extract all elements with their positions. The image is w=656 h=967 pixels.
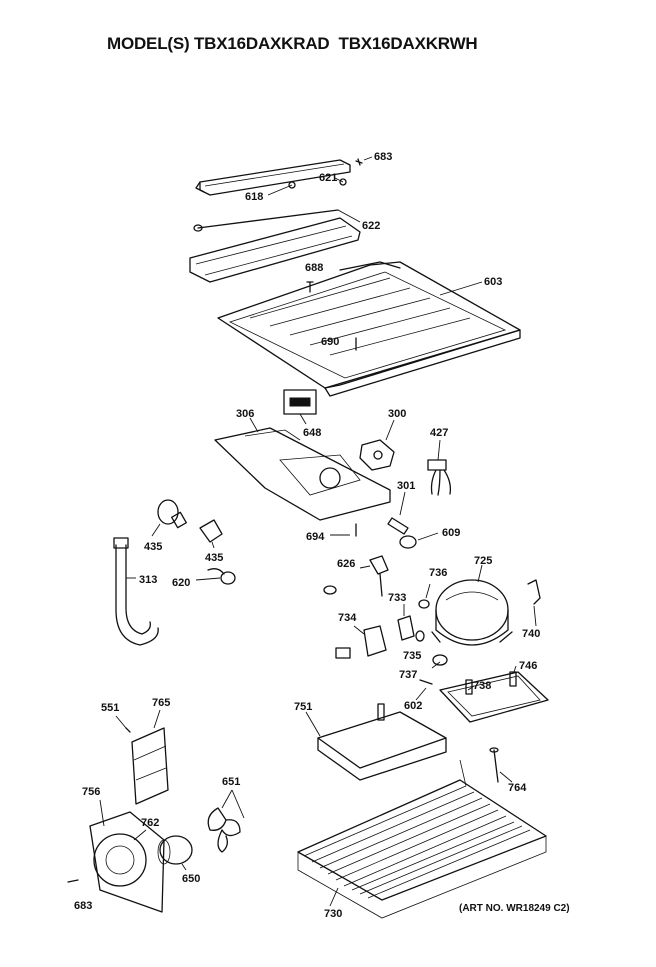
callout-435-bulb: 435 — [144, 541, 162, 553]
part-609-knob — [399, 532, 439, 549]
diagram-title: MODEL(S) TBX16DAXKRAD TBX16DAXKRWH — [107, 34, 478, 53]
callout-603: 603 — [484, 276, 502, 288]
part-694-screw — [330, 523, 357, 537]
part-730-condenser — [297, 759, 547, 919]
callout-730: 730 — [324, 908, 342, 920]
part-735 — [415, 630, 425, 642]
part-734 — [335, 625, 387, 659]
callout-622: 622 — [362, 220, 380, 232]
part-603-shelf — [217, 261, 521, 397]
callout-756: 756 — [82, 786, 100, 798]
callout-736: 736 — [429, 567, 447, 579]
callout-765: 765 — [152, 697, 170, 709]
part-683-screw — [355, 156, 373, 166]
part-683-bottom-screw — [67, 879, 79, 883]
part-765-panel — [115, 709, 169, 805]
callout-740: 740 — [522, 628, 540, 640]
part-651-fan-blade — [207, 789, 245, 853]
part-300-thermostat — [359, 419, 395, 471]
part-top-rail — [195, 159, 351, 196]
callout-683: 683 — [374, 151, 392, 163]
part-622-rod — [193, 209, 361, 232]
callout-602: 602 — [404, 700, 422, 712]
part-740-clip — [527, 579, 541, 627]
callout-733: 733 — [388, 592, 406, 604]
part-trough — [189, 217, 361, 283]
part-733-overload — [397, 604, 415, 641]
callout-650: 650 — [182, 873, 200, 885]
callout-683-bottom: 683 — [74, 900, 92, 912]
part-435-bulb — [151, 499, 187, 537]
part-313-drain-tube — [113, 537, 159, 646]
part-301-shaft — [387, 491, 409, 535]
callout-738: 738 — [473, 680, 491, 692]
callout-626: 626 — [337, 558, 355, 570]
callout-427: 427 — [430, 427, 448, 439]
part-306-housing — [214, 417, 391, 521]
art-number: (ART NO. WR18249 C2) — [459, 903, 570, 914]
part-620 — [195, 568, 236, 585]
part-736 — [418, 583, 431, 609]
callout-725: 725 — [474, 555, 492, 567]
callout-306: 306 — [236, 408, 254, 420]
callout-435-socket: 435 — [205, 552, 223, 564]
callout-618: 618 — [245, 191, 263, 203]
callout-313: 313 — [139, 574, 157, 586]
callout-651: 651 — [222, 776, 240, 788]
part-725-compressor — [431, 564, 513, 646]
callout-621: 621 — [319, 172, 337, 184]
part-737-grommet — [431, 654, 448, 669]
callout-694: 694 — [306, 531, 325, 543]
part-650-fan-motor — [157, 835, 193, 871]
callout-300: 300 — [388, 408, 406, 420]
callout-688: 688 — [305, 262, 323, 274]
part-764-bolt — [489, 747, 513, 783]
callout-690: 690 — [321, 336, 339, 348]
part-756-shroud — [89, 799, 165, 913]
part-688-screw — [306, 281, 314, 293]
part-435-socket — [199, 519, 223, 549]
callout-764: 764 — [508, 782, 527, 794]
part-648-timer — [283, 389, 317, 425]
callout-762: 762 — [141, 817, 159, 829]
callout-735: 735 — [403, 650, 421, 662]
callout-751: 751 — [294, 701, 312, 713]
part-626-relay — [323, 555, 389, 597]
callout-746: 746 — [519, 660, 537, 672]
part-427-harness — [427, 439, 452, 496]
callout-551: 551 — [101, 702, 119, 714]
part-602-screw — [415, 679, 433, 701]
part-746-base-plate — [439, 665, 549, 723]
callout-620: 620 — [172, 577, 190, 589]
callout-737: 737 — [399, 669, 417, 681]
callout-648: 648 — [303, 427, 321, 439]
part-751-drain-pan — [305, 703, 447, 781]
callout-609: 609 — [442, 527, 460, 539]
callout-734: 734 — [338, 612, 357, 624]
callout-301: 301 — [397, 480, 415, 492]
